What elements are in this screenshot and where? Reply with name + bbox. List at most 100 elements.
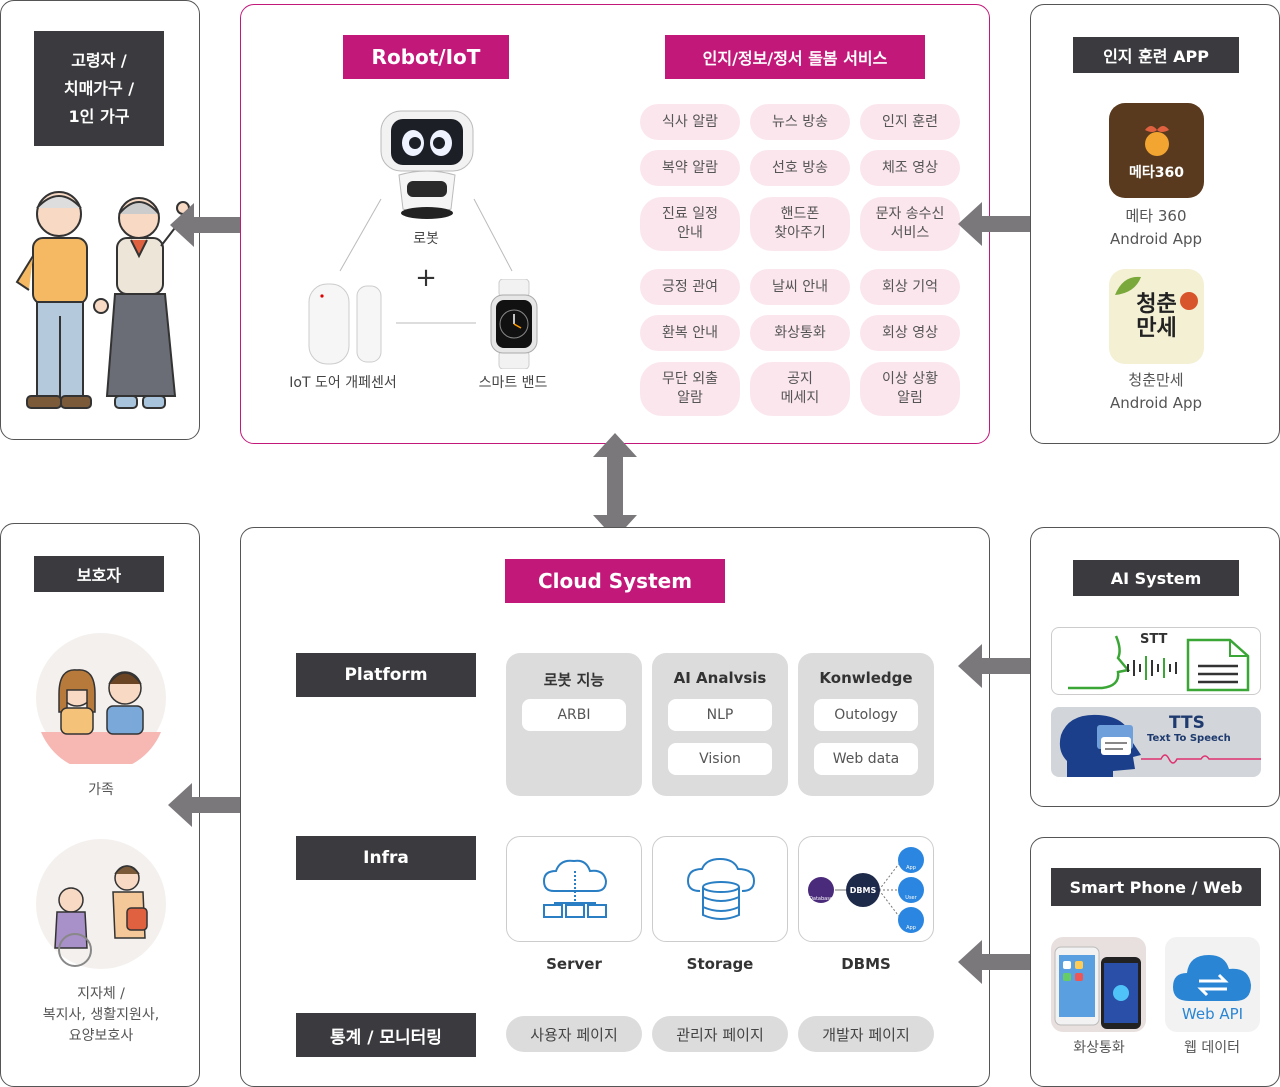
service-pill: 이상 상황 알림 <box>860 362 960 416</box>
tts-label: TTS <box>1169 713 1205 733</box>
infra-label: Infra <box>296 836 476 880</box>
service-pill: 회상 기억 <box>860 269 960 305</box>
arrow-guardian-cloud <box>168 783 274 827</box>
service-pill: 환복 안내 <box>640 315 740 351</box>
door-sensor-icon <box>308 283 382 365</box>
guardian-panel: 보호자 가족 지자체 / 복지사, 생활지원사, 요양보호사 <box>0 523 200 1087</box>
service-pill: 무단 외출 알람 <box>640 362 740 416</box>
stt-speech-icon <box>1068 635 1250 692</box>
caregiver-illustration <box>36 839 166 969</box>
robot-label: 로봇 <box>413 231 439 247</box>
cheongchun-label: 청춘만세 Android App <box>1109 371 1203 412</box>
infra-item-label: Server <box>546 955 602 973</box>
smartphone-web-panel: Smart Phone / Web Web API 화상통화 웹 데이터 <box>1030 837 1280 1087</box>
cloud-system-title: Cloud System <box>505 559 725 603</box>
cheongchun-app-icon[interactable]: 청춘 만세 <box>1109 269 1204 364</box>
platform-item: Outology <box>814 699 918 731</box>
smart-band-icon <box>490 279 538 369</box>
developer-page-button[interactable]: 개발자 페이지 <box>798 1016 934 1052</box>
service-pill: 식사 알람 <box>640 104 740 140</box>
service-pill: 복약 알람 <box>640 150 740 186</box>
tts-wave-icon <box>1141 754 1261 764</box>
arrow-services-app <box>958 202 1064 246</box>
server-cloud-icon <box>542 859 608 918</box>
stt-card: STT <box>1051 627 1261 695</box>
platform-item: ARBI <box>522 699 626 731</box>
web-api-icon[interactable]: Web API <box>1165 937 1260 1032</box>
arrow-elderly-robot <box>170 203 274 247</box>
dbms-card: Database DBMS App User App <box>798 836 934 942</box>
platform-item: Vision <box>668 743 772 775</box>
tts-head-icon <box>1059 714 1141 777</box>
platform-item: Web data <box>814 743 918 775</box>
elephant-icon <box>1144 126 1169 156</box>
cloud-sync-icon <box>1173 955 1251 1001</box>
arrow-cloud-phone <box>958 940 1064 984</box>
service-pill: 인지 훈련 <box>860 104 960 140</box>
service-pill: 진료 일정 안내 <box>640 197 740 251</box>
robot-iot-panel: Robot/IoT 로봇 + IoT 도어 개페센서 스마트 밴드 인지/정보/… <box>240 4 990 444</box>
admin-page-button[interactable]: 관리자 페이지 <box>652 1016 788 1052</box>
service-pill: 핸드폰 찾아주기 <box>750 197 850 251</box>
services-title: 인지/정보/정서 돌봄 서비스 <box>665 35 925 79</box>
infra-item-label: DBMS <box>841 955 891 973</box>
meta360-label: 메타 360 Android App <box>1109 207 1203 248</box>
platform-group-knowledge: Konwledge Outology Web data <box>798 653 934 796</box>
user-page-button[interactable]: 사용자 페이지 <box>506 1016 642 1052</box>
cognitive-app-title: 인지 훈련 APP <box>1073 37 1239 73</box>
service-pill: 뉴스 방송 <box>750 104 850 140</box>
storage-cloud-icon <box>686 857 756 920</box>
smart-band-label: 스마트 밴드 <box>478 375 548 391</box>
service-pill: 긍정 관여 <box>640 269 740 305</box>
service-pill: 체조 영상 <box>860 150 960 186</box>
ai-system-title: AI System <box>1073 560 1239 596</box>
dbms-node-text: App <box>906 865 916 871</box>
connector-lines <box>339 198 513 324</box>
fruit-icon <box>1180 292 1198 310</box>
service-pill: 선호 방송 <box>750 150 850 186</box>
dbms-db-text: Database <box>809 896 833 902</box>
platform-group-title: Konwledge <box>819 669 913 687</box>
video-call-label: 화상통화 <box>1073 1040 1125 1056</box>
dbms-node-text: User <box>905 895 917 901</box>
service-pill: 날씨 안내 <box>750 269 850 305</box>
dbms-node-text: App <box>906 925 916 931</box>
web-api-text: Web API <box>1181 1005 1244 1023</box>
platform-label: Platform <box>296 653 476 697</box>
cognitive-app-panel: 인지 훈련 APP 메타360 메타 360 Android App 청춘 만세… <box>1030 4 1280 444</box>
tts-sub-label: Text To Speech <box>1147 733 1231 744</box>
arrow-cloud-ai <box>958 644 1064 688</box>
family-illustration <box>36 633 166 764</box>
dbms-center-text: DBMS <box>850 886 877 895</box>
video-call-photo[interactable] <box>1051 937 1146 1032</box>
stats-monitoring-label: 통계 / 모니터링 <box>296 1013 476 1057</box>
robot-iot-title: Robot/IoT <box>343 35 509 79</box>
stt-label: STT <box>1140 632 1168 647</box>
web-data-label: 웹 데이터 <box>1184 1040 1240 1056</box>
arrow-robot-cloud <box>593 433 637 539</box>
server-card <box>506 836 642 942</box>
ai-system-panel: AI System STT TTS T <box>1030 527 1280 807</box>
service-pill: 공지 메세지 <box>750 362 850 416</box>
leaf-icon <box>1115 276 1141 295</box>
door-sensor-label: IoT 도어 개페센서 <box>289 375 397 391</box>
storage-card <box>652 836 788 942</box>
platform-group-ai-analysis: AI Analvsis NLP Vision <box>652 653 788 796</box>
family-label: 가족 <box>88 782 114 798</box>
cloud-system-panel: Cloud System Platform Infra 통계 / 모니터링 로봇… <box>240 527 990 1087</box>
service-pill: 회상 영상 <box>860 315 960 351</box>
elderly-couple-illustration <box>15 191 190 409</box>
platform-group-title: AI Analvsis <box>673 669 767 687</box>
meta360-icon-text: 메타360 <box>1129 165 1184 181</box>
smartphone-web-title: Smart Phone / Web <box>1051 868 1261 906</box>
platform-group-title: 로봇 지능 <box>543 671 605 689</box>
elderly-title: 고령자 / 치매가구 / 1인 가구 <box>34 31 164 146</box>
elderly-panel: 고령자 / 치매가구 / 1인 가구 <box>0 0 200 440</box>
caregiver-label: 지자체 / 복지사, 생활지원사, 요양보호사 <box>42 986 160 1044</box>
meta360-app-icon[interactable]: 메타360 <box>1109 103 1204 198</box>
cheongchun-icon-text: 청춘 만세 <box>1136 292 1177 341</box>
guardian-title: 보호자 <box>34 556 164 592</box>
infra-item-label: Storage <box>686 955 754 973</box>
tts-card: TTS Text To Speech <box>1051 707 1261 777</box>
dbms-diagram-icon: Database DBMS App User App <box>808 847 924 933</box>
